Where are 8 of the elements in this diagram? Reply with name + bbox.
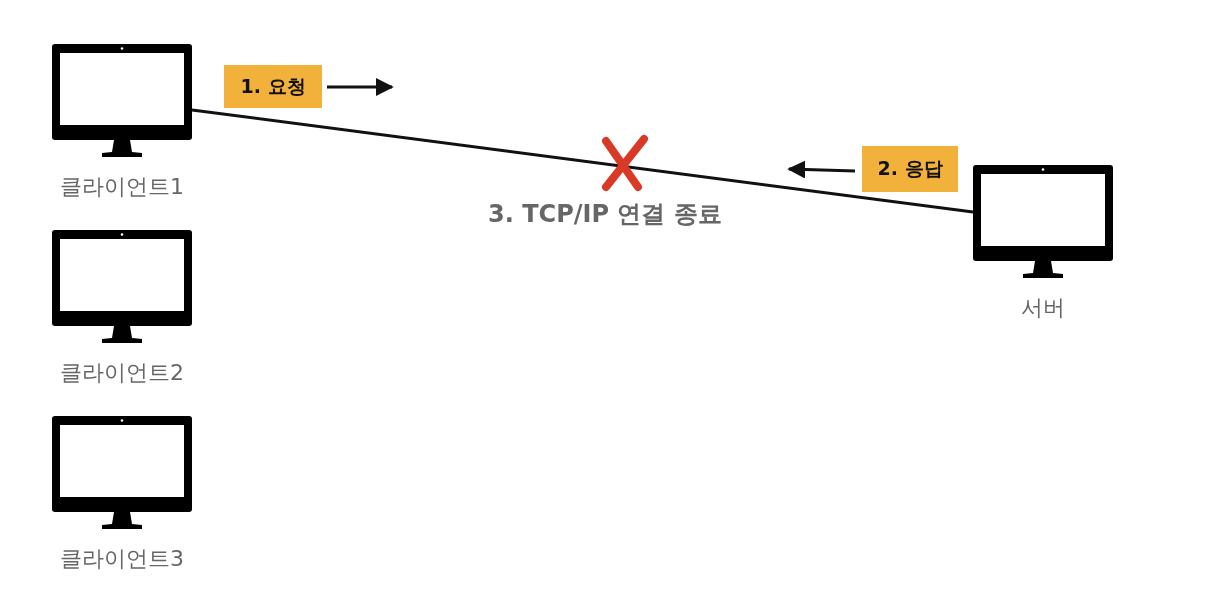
status-text: 3. TCP/IP 연결 종료 (488, 199, 722, 230)
device-label: 클라이언트2 (59, 359, 185, 387)
device-label: 클라이언트1 (59, 173, 185, 201)
step-tag: 2. 응답 (862, 146, 958, 192)
step-tag: 1. 요청 (224, 65, 322, 108)
connection-line (191, 108, 974, 214)
device-label: 클라이언트3 (59, 545, 185, 573)
device-label: 서버 (1020, 294, 1066, 322)
